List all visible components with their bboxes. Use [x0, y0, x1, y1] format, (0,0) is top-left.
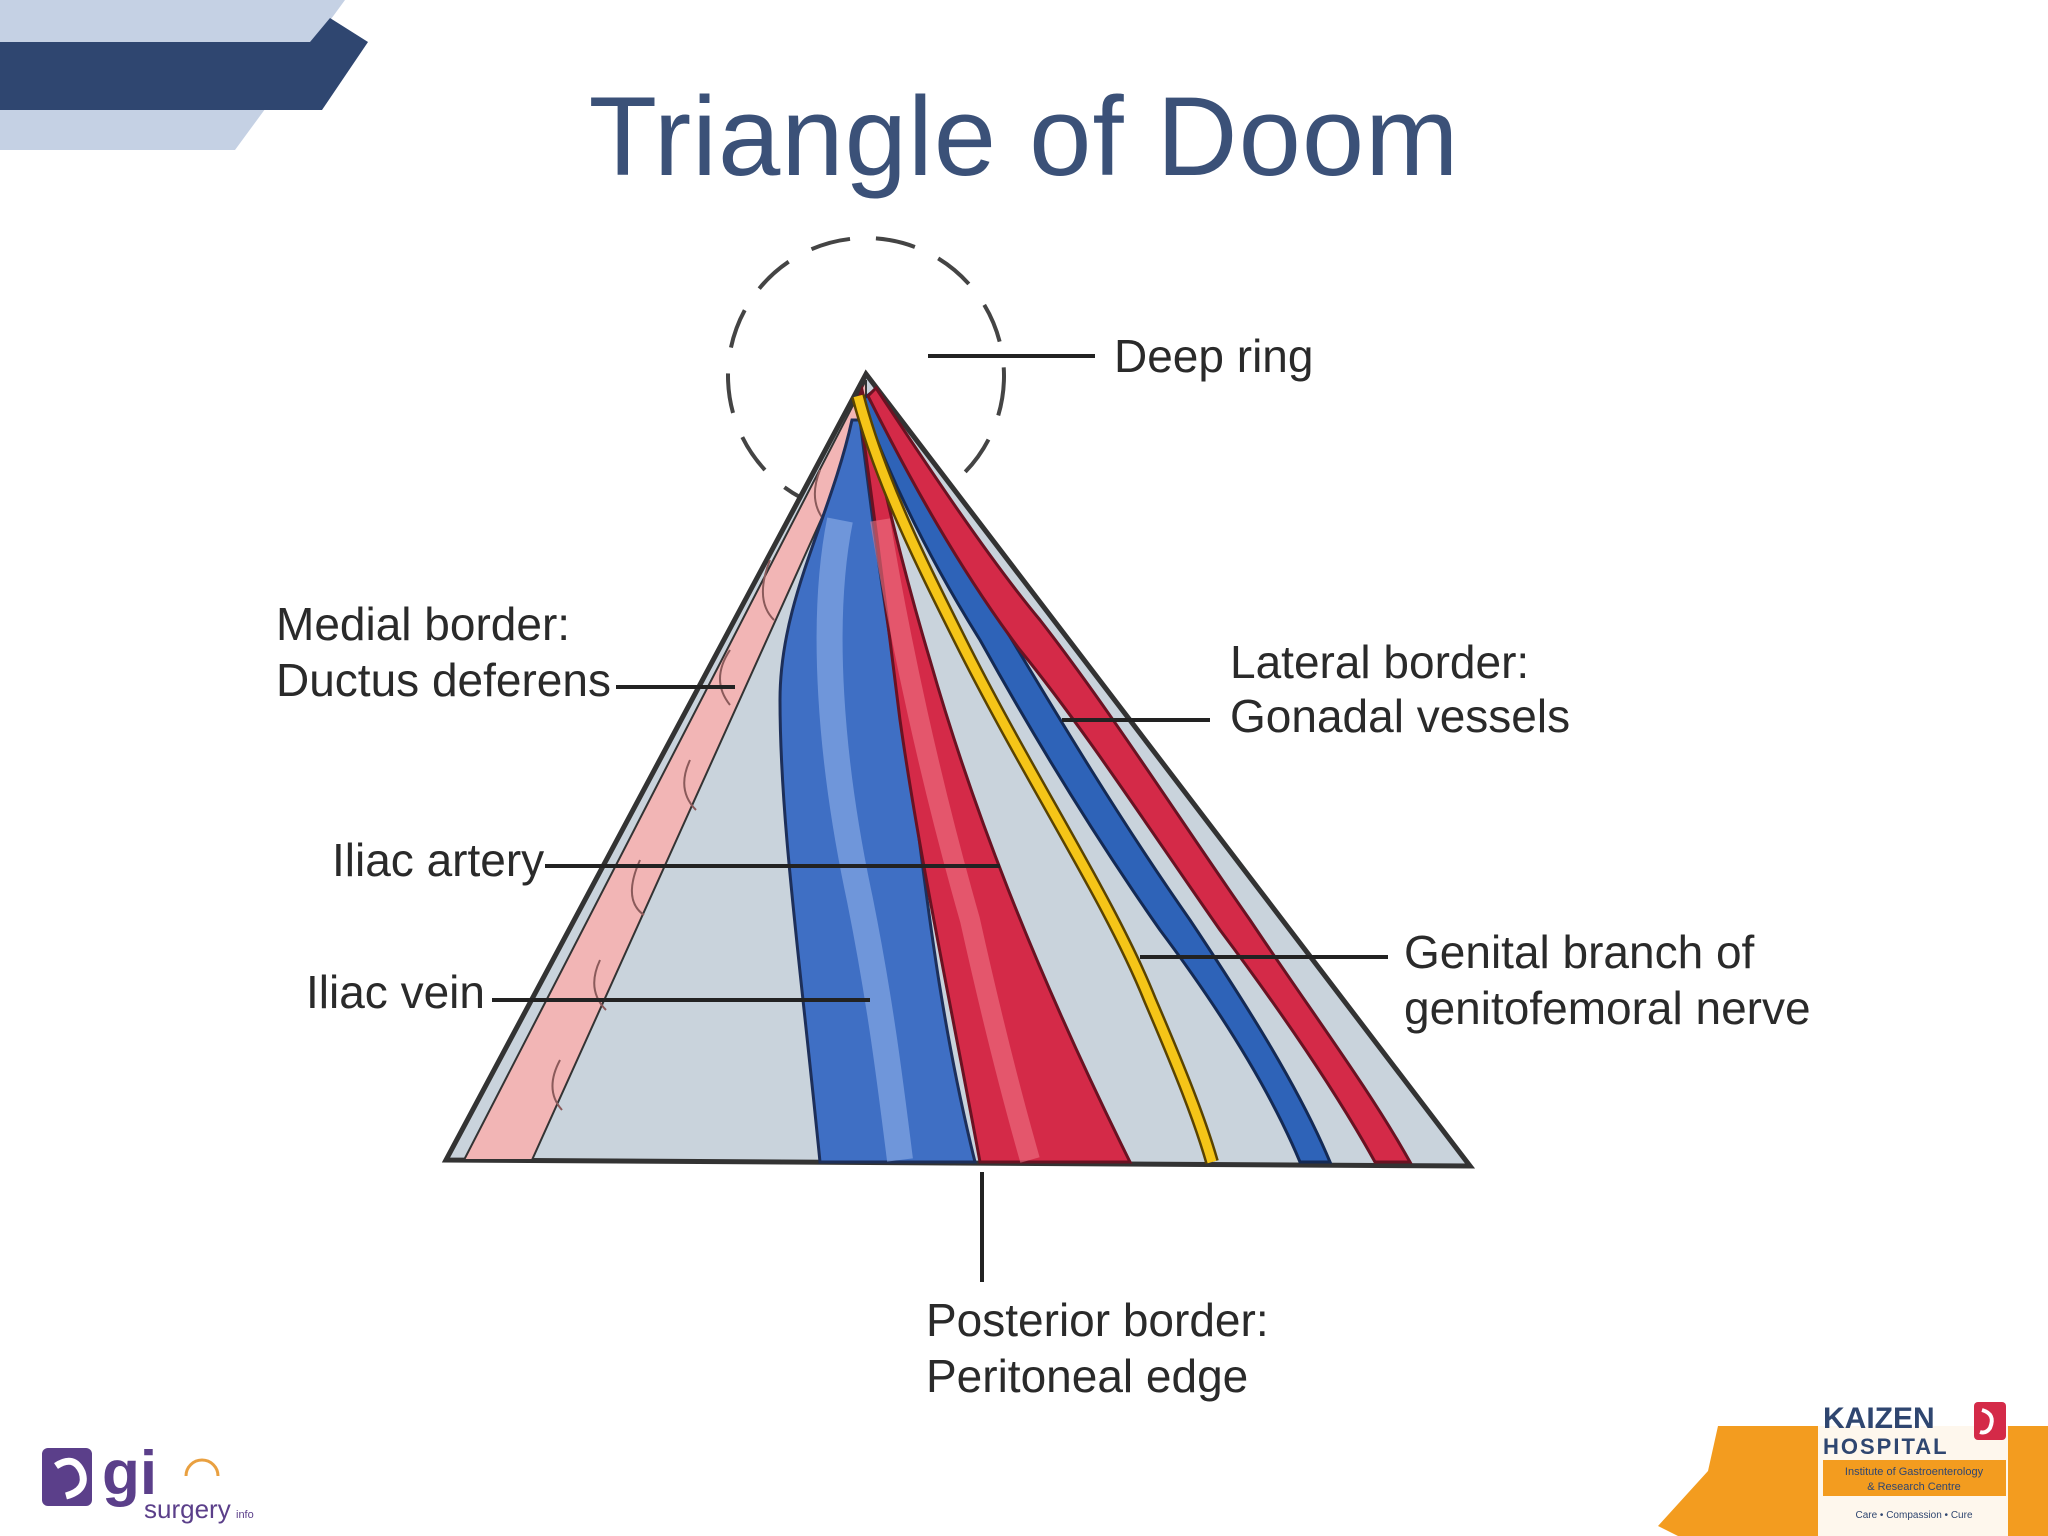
header-banner [0, 0, 368, 150]
gonadal-artery-band [866, 385, 1413, 1164]
iliac-artery-highlight [870, 518, 1040, 1163]
label-iliac-artery: Iliac artery [332, 834, 544, 886]
label-medial-border: Medial border: [276, 598, 570, 650]
kaizen-line2: & Research Centre [1867, 1481, 1961, 1493]
label-peritoneal-edge: Peritoneal edge [926, 1350, 1248, 1402]
gi-logo-swirl-icon [54, 1457, 87, 1500]
iliac-vein-highlight [816, 517, 913, 1162]
kaizen-name: KAIZEN [1823, 1402, 1935, 1435]
label-iliac-vein: Iliac vein [306, 966, 485, 1018]
gi-logo-sun-icon [184, 1458, 220, 1477]
gi-logo-suffix: info [236, 1509, 254, 1521]
gi-surgery-logo: gi surgery info [42, 1439, 254, 1524]
label-ductus-deferens: Ductus deferens [276, 654, 611, 706]
kaizen-line1: Institute of Gastroenterology [1845, 1466, 1984, 1478]
label-posterior-border: Posterior border: [926, 1294, 1269, 1346]
kaizen-hospital-logo: KAIZEN HOSPITAL Institute of Gastroenter… [1658, 1396, 2048, 1536]
gi-logo-text: gi [102, 1439, 157, 1508]
label-lateral-border: Lateral border: [1230, 636, 1529, 688]
label-deep-ring: Deep ring [1114, 330, 1313, 382]
banner-dark-stripe [0, 42, 368, 110]
genitofemoral-nerve-fill [853, 394, 1217, 1164]
ductus-detail-lines [551, 469, 825, 1111]
label-gonadal-vessels: Gonadal vessels [1230, 690, 1570, 742]
gi-logo-subtext: surgery [144, 1494, 231, 1524]
label-genital-branch: Genital branch of [1404, 926, 1755, 978]
label-genitofemoral-nerve: genitofemoral nerve [1404, 982, 1811, 1034]
kaizen-hospital-text: HOSPITAL [1823, 1434, 1949, 1459]
kaizen-stomach-glyph [1979, 1408, 1994, 1435]
kaizen-subtitle-bar [1823, 1460, 2006, 1496]
slide-title: Triangle of Doom [588, 74, 1460, 199]
kaizen-tagline: Care • Compassion • Cure [1855, 1510, 1972, 1521]
banner-dark-tip [310, 18, 368, 42]
